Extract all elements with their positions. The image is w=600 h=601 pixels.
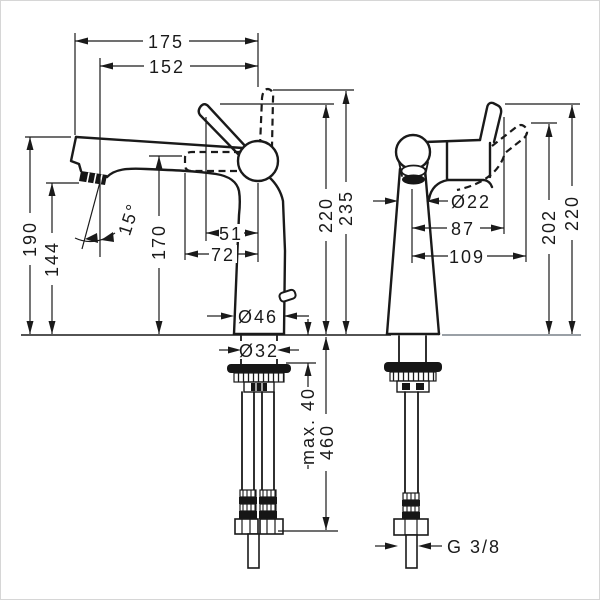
dim-109-label: 109 bbox=[449, 247, 485, 267]
right-column bbox=[385, 167, 441, 336]
handle-dashed-front bbox=[456, 123, 529, 192]
dim-dia22-label: Ø22 bbox=[451, 192, 491, 212]
dimension-lines: 175 152 190 144 15° 170 51 72 Ø46 Ø32 22… bbox=[20, 32, 582, 557]
spout-front-circle bbox=[394, 133, 432, 171]
dim-190-label: 190 bbox=[20, 221, 40, 257]
aerator bbox=[79, 171, 107, 185]
dim-152-label: 152 bbox=[149, 57, 185, 77]
dim-51-label: 51 bbox=[219, 224, 243, 244]
dim-220-left-label: 220 bbox=[316, 197, 336, 233]
dimension-arrows bbox=[26, 37, 576, 550]
right-view-faucet bbox=[384, 101, 529, 569]
dim-g38-label: G 3/8 bbox=[447, 537, 501, 557]
dim-235-label: 235 bbox=[336, 190, 356, 226]
handle-ball-joint bbox=[236, 139, 280, 183]
dim-170-label: 170 bbox=[149, 224, 169, 260]
handle-lever-front bbox=[478, 101, 503, 144]
popup-rod-knob bbox=[278, 288, 297, 303]
handle-lever-dashed-side bbox=[258, 87, 275, 147]
hose-connector-left bbox=[239, 489, 277, 519]
dim-dia32-label: Ø32 bbox=[239, 341, 279, 361]
left-view-faucet bbox=[69, 87, 297, 569]
dim-max40-label: max. 40 bbox=[298, 387, 318, 465]
right-mounting-hardware bbox=[384, 335, 442, 569]
dim-460-label: 460 bbox=[317, 424, 337, 460]
waterway-dashed bbox=[183, 150, 241, 173]
spout-body bbox=[69, 135, 287, 336]
dim-175-label: 175 bbox=[148, 32, 184, 52]
dim-202-label: 202 bbox=[539, 209, 559, 245]
handle-lever-side bbox=[197, 103, 249, 157]
dim-dia46-label: Ø46 bbox=[238, 307, 278, 327]
right-head-body bbox=[423, 138, 494, 201]
dim-144-label: 144 bbox=[42, 241, 62, 277]
dimension-labels: 175 152 190 144 15° 170 51 72 Ø46 Ø32 22… bbox=[20, 32, 582, 557]
dim-220-right-label: 220 bbox=[562, 195, 582, 231]
dim-15deg-label: 15° bbox=[114, 200, 143, 238]
spout-front-skirt bbox=[398, 161, 429, 185]
dim-72-label: 72 bbox=[211, 245, 235, 265]
dim-87-label: 87 bbox=[451, 219, 475, 239]
hose-connector-right bbox=[402, 492, 420, 519]
left-mounting-hardware bbox=[227, 335, 291, 569]
